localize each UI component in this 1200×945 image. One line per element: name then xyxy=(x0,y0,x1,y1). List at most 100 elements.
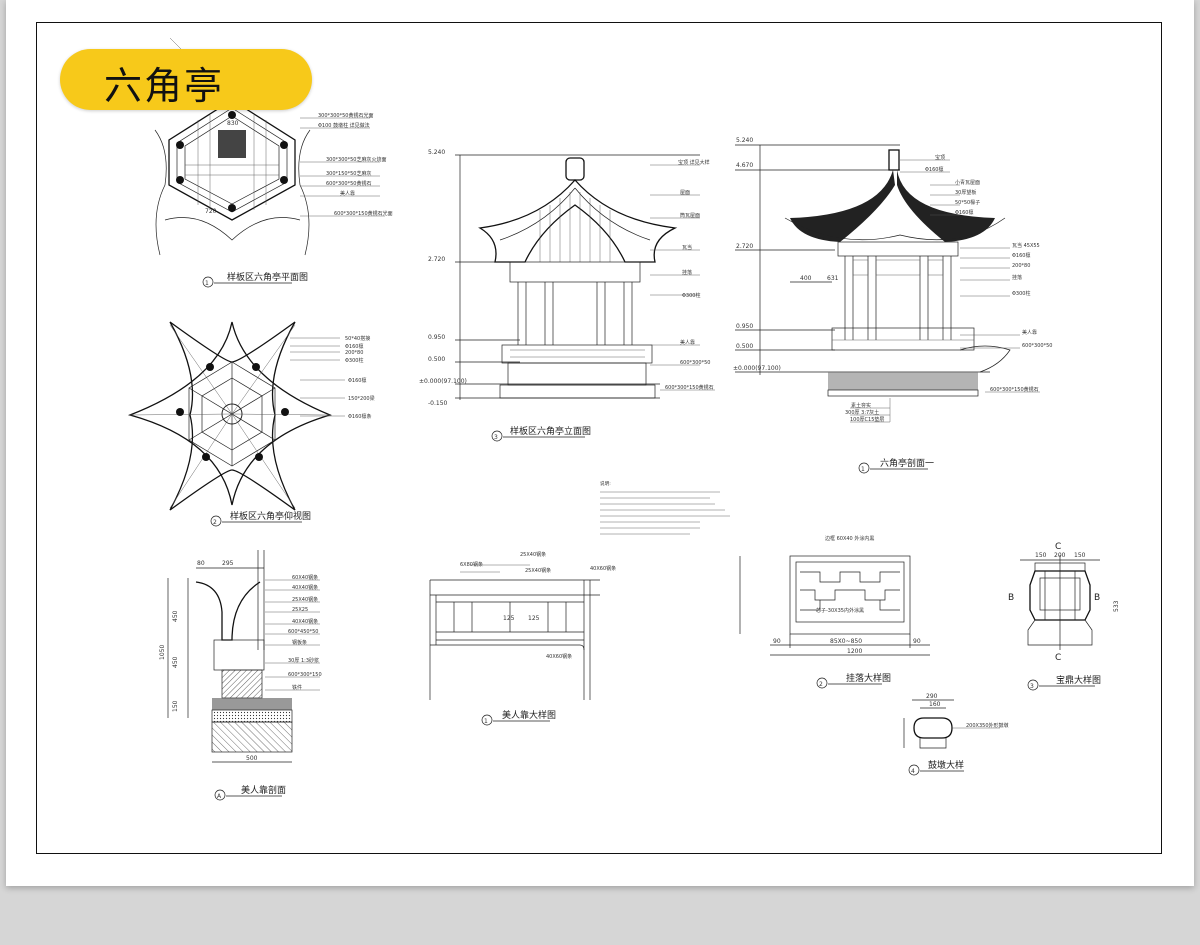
svg-text:200: 200 xyxy=(1054,552,1066,559)
svg-text:钢板条: 钢板条 xyxy=(292,639,307,646)
svg-text:300厚 3:7灰土: 300厚 3:7灰土 xyxy=(845,409,879,416)
svg-text:300*150*50芝麻灰: 300*150*50芝麻灰 xyxy=(326,170,371,177)
svg-text:533: 533 xyxy=(1113,600,1120,612)
svg-text:1200: 1200 xyxy=(847,648,862,655)
plan-center-paving xyxy=(218,130,246,158)
svg-text:100厚C15垫层: 100厚C15垫层 xyxy=(850,416,884,423)
svg-text:25X40钢条: 25X40钢条 xyxy=(525,567,551,574)
svg-text:25X40钢条: 25X40钢条 xyxy=(520,551,546,558)
finial-title: 宝鼎大样图 xyxy=(1056,674,1101,686)
svg-text:B: B xyxy=(1008,593,1014,603)
svg-text:125: 125 xyxy=(528,615,540,622)
svg-text:600*300*150黄锈石: 600*300*150黄锈石 xyxy=(665,384,714,391)
svg-text:6X80钢条: 6X80钢条 xyxy=(460,561,483,568)
svg-text:5.240: 5.240 xyxy=(736,137,753,144)
svg-text:3: 3 xyxy=(494,434,498,441)
svg-text:Φ160檩: Φ160檩 xyxy=(345,343,363,350)
svg-text:150: 150 xyxy=(1035,552,1047,559)
plan-view: 300*300*50黄锈石光面 Φ100 鼓墩柱 详见做法 300*300*50… xyxy=(154,37,393,288)
section-title: 六角亭剖面一 xyxy=(880,457,934,469)
svg-text:0.500: 0.500 xyxy=(428,356,445,363)
svg-text:50*50椽子: 50*50椽子 xyxy=(955,199,980,206)
svg-text:5.240: 5.240 xyxy=(428,149,445,156)
svg-text:40X40钢条: 40X40钢条 xyxy=(292,584,318,591)
svg-text:30厚 1:3砂浆: 30厚 1:3砂浆 xyxy=(288,657,319,664)
svg-text:150*200梁: 150*200梁 xyxy=(348,395,375,402)
seat-detail-view: 25X40钢条 6X80钢条 25X40钢条 40X60钢条 40X60钢条 1… xyxy=(429,551,616,726)
svg-text:2: 2 xyxy=(213,519,217,526)
svg-text:90: 90 xyxy=(773,638,781,645)
drawing-sheet xyxy=(6,0,1194,886)
hanging-fret-title: 挂落大样图 xyxy=(846,672,891,684)
svg-text:600*300*50黄锈石: 600*300*50黄锈石 xyxy=(326,180,371,187)
svg-text:30厚望板: 30厚望板 xyxy=(955,189,976,196)
svg-text:边框 60X40 外涂内黑: 边框 60X40 外涂内黑 xyxy=(825,535,874,542)
svg-text:150: 150 xyxy=(172,700,179,712)
svg-text:300*300*50黄锈石光面: 300*300*50黄锈石光面 xyxy=(318,112,373,119)
svg-text:600*300*50: 600*300*50 xyxy=(680,360,710,366)
section-view: 5.240 4.670 2.720 0.950 0.500 ±0.000(97.… xyxy=(733,137,1052,474)
hanging-fret-view: 1200 85X0~850 90 90 边框 60X40 外涂内黑 芯子-30X… xyxy=(739,535,930,689)
svg-text:830: 830 xyxy=(227,120,239,127)
svg-text:450: 450 xyxy=(172,610,179,622)
svg-text:2.720: 2.720 xyxy=(428,256,445,263)
svg-text:0.950: 0.950 xyxy=(428,334,445,341)
svg-text:屋面: 屋面 xyxy=(680,190,690,196)
svg-text:挂落: 挂落 xyxy=(1012,274,1022,281)
svg-text:3: 3 xyxy=(1030,683,1034,690)
svg-text:1: 1 xyxy=(861,466,865,473)
svg-text:40X40钢条: 40X40钢条 xyxy=(292,618,318,625)
svg-text:25X25: 25X25 xyxy=(292,607,308,613)
svg-text:Φ160檩: Φ160檩 xyxy=(1012,252,1030,259)
svg-text:600*300*150黄锈石: 600*300*150黄锈石 xyxy=(990,386,1039,393)
roof-view: 50*40搭接 Φ160檩 200*80 Φ300柱 Φ160檩 150*200… xyxy=(127,321,375,527)
svg-text:290: 290 xyxy=(926,693,938,700)
svg-text:200*80: 200*80 xyxy=(345,350,363,356)
elevation-view: 5.240 2.720 0.950 0.500 ±0.000(97.100) -… xyxy=(419,149,715,442)
svg-text:85X0~850: 85X0~850 xyxy=(830,638,862,645)
seat-section-view: 80 295 500 450 450 150 1050 60X40钢条 40X4… xyxy=(159,550,322,801)
svg-text:C: C xyxy=(1055,542,1061,552)
svg-text:0.500: 0.500 xyxy=(736,343,753,350)
svg-text:说明:: 说明: xyxy=(600,480,611,487)
svg-text:1050: 1050 xyxy=(159,645,166,660)
svg-text:宝顶: 宝顶 xyxy=(935,154,945,161)
svg-text:Φ160檩: Φ160檩 xyxy=(955,209,973,216)
svg-text:150: 150 xyxy=(1074,552,1086,559)
svg-text:美人靠: 美人靠 xyxy=(340,190,355,197)
svg-text:Φ300柱: Φ300柱 xyxy=(1012,290,1030,297)
svg-text:600*300*150: 600*300*150 xyxy=(288,672,322,678)
svg-text:Φ160檩条: Φ160檩条 xyxy=(348,413,371,420)
svg-text:400: 400 xyxy=(800,275,812,282)
elevation-title: 样板区六角亭立面图 xyxy=(510,425,591,437)
svg-text:1: 1 xyxy=(484,718,488,725)
svg-text:0.950: 0.950 xyxy=(736,323,753,330)
svg-text:4.670: 4.670 xyxy=(736,162,753,169)
svg-text:宝顶 详见大样: 宝顶 详见大样 xyxy=(678,159,710,166)
svg-text:小青瓦屋面: 小青瓦屋面 xyxy=(955,179,980,186)
svg-text:C: C xyxy=(1055,653,1061,663)
svg-text:300*300*50芝麻灰火烧面: 300*300*50芝麻灰火烧面 xyxy=(326,156,386,163)
drawing-border xyxy=(36,22,1162,854)
svg-text:美人靠: 美人靠 xyxy=(680,339,695,346)
svg-text:80: 80 xyxy=(197,560,205,567)
svg-text:Φ160檩: Φ160檩 xyxy=(348,377,366,384)
svg-text:瓦当: 瓦当 xyxy=(682,244,692,251)
svg-text:450: 450 xyxy=(172,656,179,668)
svg-text:筒瓦屋面: 筒瓦屋面 xyxy=(680,212,700,219)
svg-text:素土夯实: 素土夯实 xyxy=(851,402,871,409)
svg-text:铁件: 铁件 xyxy=(292,684,302,691)
svg-text:Φ160檩: Φ160檩 xyxy=(925,166,943,173)
svg-text:2.720: 2.720 xyxy=(736,243,753,250)
svg-text:200X350外形鼓墩: 200X350外形鼓墩 xyxy=(966,722,1009,729)
svg-text:720: 720 xyxy=(205,208,217,215)
svg-text:B: B xyxy=(1094,593,1100,603)
svg-text:25X40钢条: 25X40钢条 xyxy=(292,596,318,603)
seat-section-title: 美人靠剖面 xyxy=(241,784,286,796)
svg-text:60X40钢条: 60X40钢条 xyxy=(292,574,318,581)
seat-detail-title: 美人靠大样图 xyxy=(502,709,556,721)
svg-text:瓦当 45X55: 瓦当 45X55 xyxy=(1012,242,1040,249)
svg-text:295: 295 xyxy=(222,560,234,567)
design-notes: 说明: xyxy=(600,480,730,535)
